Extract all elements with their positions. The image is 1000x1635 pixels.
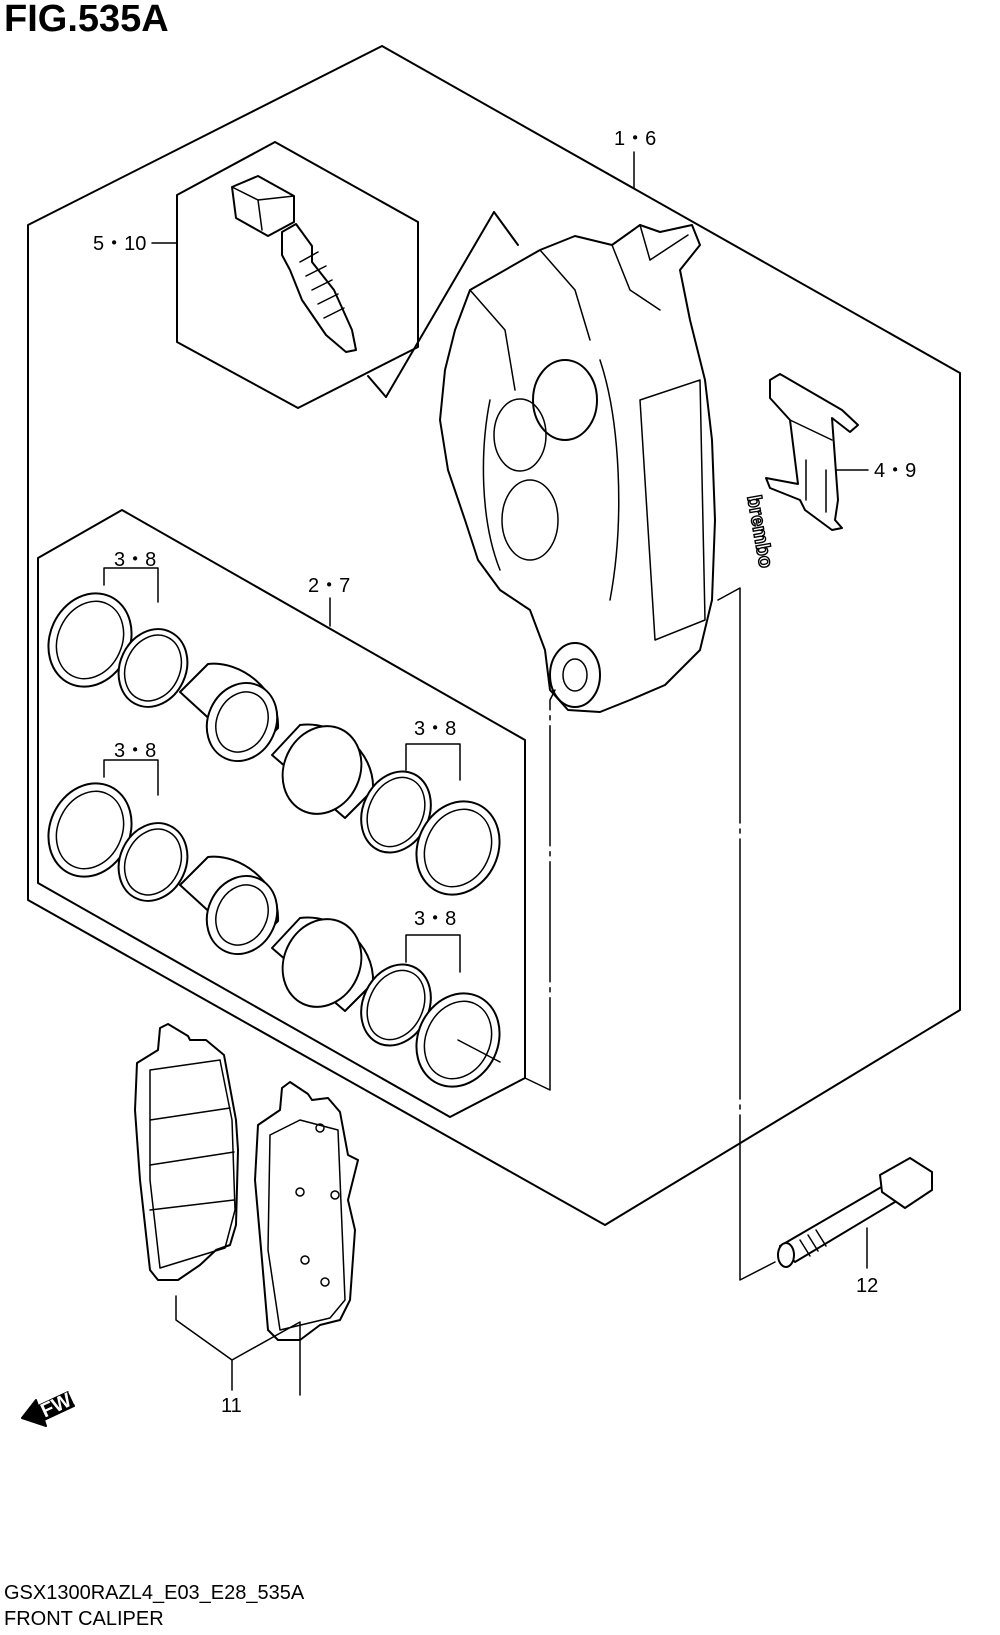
fwd-arrow-icon: FWD <box>21 1383 88 1427</box>
callout-mounting-bolt: 12 <box>856 1275 878 1297</box>
callout-bleeder-set: 5・10 <box>93 233 146 255</box>
mounting-bolt <box>777 1157 933 1268</box>
caliper-assembly-leader-2 <box>385 211 495 398</box>
caliper-assembly-leader <box>493 211 519 246</box>
callout-piston-kit: 2・7 <box>308 575 350 597</box>
callout-seal-top-right: 3・8 <box>414 718 456 740</box>
bleeder-valve-group-outline <box>176 141 419 409</box>
caliper-assembly-outline <box>27 45 961 1226</box>
piston-bottom-left <box>179 855 280 955</box>
seal-rings-bottom-left <box>47 782 189 902</box>
brake-pad-right <box>254 1081 359 1341</box>
callout-caliper-assembly: 1・6 <box>614 128 656 150</box>
seal-leader-top-right <box>405 743 461 781</box>
bleeder-valve <box>281 223 357 353</box>
seal-rings-top-left <box>47 592 189 708</box>
piston-bottom-right <box>271 916 375 1012</box>
piston-top-left <box>179 662 280 762</box>
fwd-label: FWD <box>37 1383 88 1422</box>
callout-brake-pads: 11 <box>221 1395 242 1417</box>
callout-seal-bottom-right: 3・8 <box>414 908 456 930</box>
seal-leader-bottom-right <box>405 934 461 973</box>
caliper-assembly-leader-3 <box>367 375 387 398</box>
callout-seal-bottom-left: 3・8 <box>114 740 156 762</box>
figure-code: GSX1300RAZL4_E03_E28_535A <box>4 1582 305 1604</box>
piston-top-right <box>271 723 375 819</box>
caliper-brand-logo: brembo <box>742 494 776 570</box>
seal-leader-top-left <box>103 567 159 603</box>
pad-spring <box>765 373 859 531</box>
callout-seal-top-left: 3・8 <box>114 549 156 571</box>
callout-pad-spring: 4・9 <box>874 460 916 482</box>
seal-rings-top-right <box>360 770 501 896</box>
figure-title: FIG.535A <box>4 0 169 40</box>
figure-name: FRONT CALIPER <box>4 1608 164 1630</box>
seal-rings-bottom-right <box>360 963 501 1088</box>
bleeder-cap <box>231 175 295 237</box>
seal-leader-bottom-left <box>103 759 159 796</box>
bolt-bracket <box>717 587 776 1281</box>
caliper-body: brembo <box>439 224 777 713</box>
piston-kit-dashed-leader <box>524 689 556 1091</box>
brake-pad-left <box>134 1023 239 1281</box>
